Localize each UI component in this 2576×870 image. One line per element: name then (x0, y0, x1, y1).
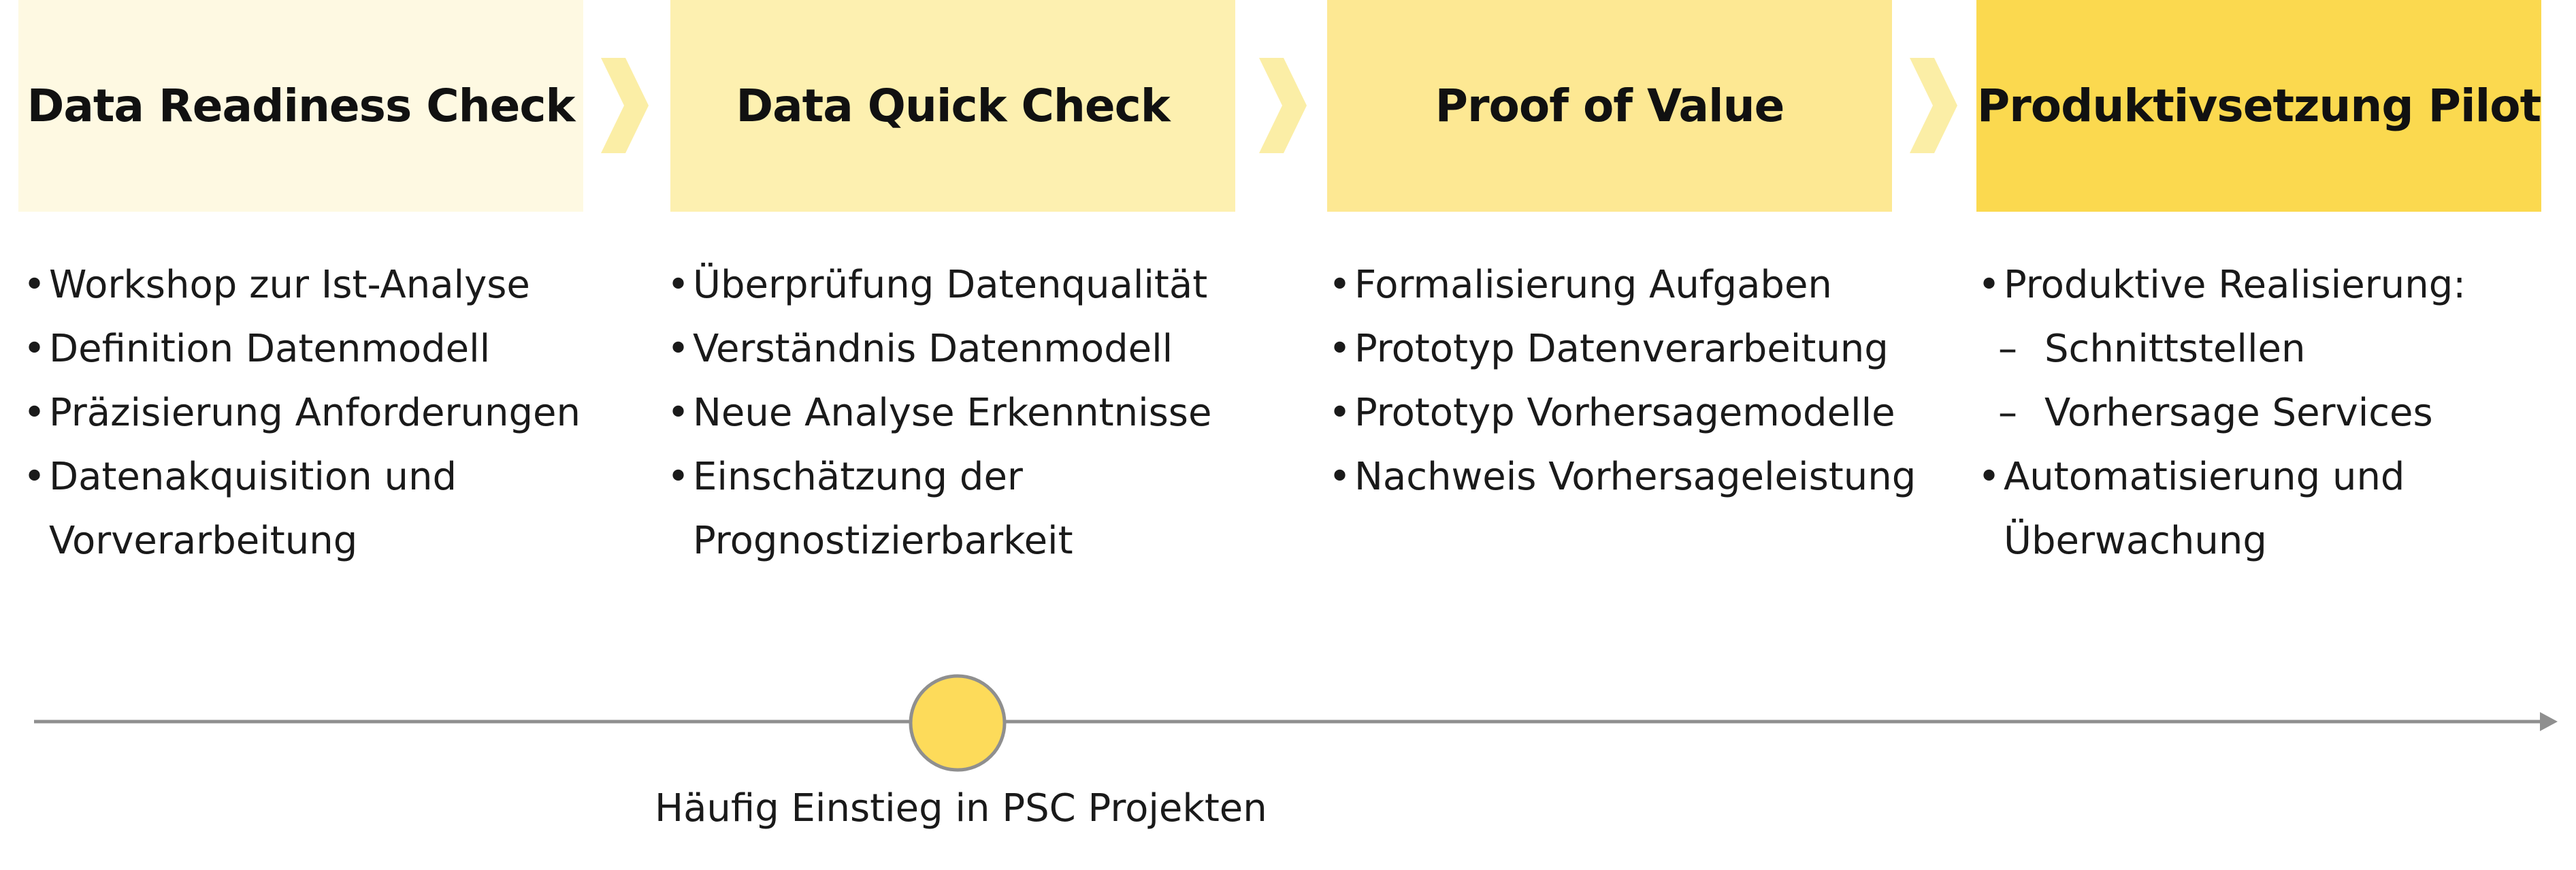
list-item: Prototyp Datenverarbeitung (1327, 317, 1916, 381)
list-item: Überprüfung Datenqualität (666, 253, 1211, 317)
chevron-right-icon (1910, 58, 1957, 153)
stage-title: Produktivsetzung Pilot (1976, 80, 2541, 132)
stage-bullet-list: Workshop zur Ist-Analyse Definition Date… (22, 253, 581, 573)
list-item: Produktive Realisierung: (1976, 253, 2466, 317)
stage-bullet-list: Überprüfung Datenqualität Verständnis Da… (666, 253, 1211, 573)
list-sub-item: Vorhersage Services (1976, 381, 2466, 445)
list-item: Einschätzung der (666, 445, 1211, 509)
list-item: Automatisierung und (1976, 445, 2466, 509)
stage-proof-of-value: Proof of Value (1327, 0, 1892, 212)
chevron-right-icon (601, 58, 649, 153)
stage-data-quick-check: Data Quick Check (670, 0, 1235, 212)
list-item: Verständnis Datenmodell (666, 317, 1211, 381)
list-item-continuation: Überwachung (2004, 519, 2267, 563)
list-item-continuation: Vorverarbeitung (49, 519, 358, 563)
list-item: Präzisierung Anforderungen (22, 381, 581, 445)
list-item: Datenakquisition und (22, 445, 581, 509)
stage-produktivsetzung-pilot: Produktivsetzung Pilot (1976, 0, 2541, 212)
stage-title: Data Readiness Check (27, 80, 576, 132)
stage-bullet-list: Produktive Realisierung: Schnittstellen … (1976, 253, 2466, 573)
entry-point-label: Häufig Einstieg in PSC Projekten (655, 786, 1267, 831)
list-item: Neue Analyse Erkenntnisse (666, 381, 1211, 445)
list-item-continuation: Prognostizierbarkeit (693, 519, 1073, 563)
list-item: Formalisierung Aufgaben (1327, 253, 1916, 317)
list-item: Definition Datenmodell (22, 317, 581, 381)
stage-title: Proof of Value (1435, 80, 1785, 132)
list-sub-item: Schnittstellen (1976, 317, 2466, 381)
stage-bullet-list: Formalisierung Aufgaben Prototyp Datenve… (1327, 253, 1916, 509)
arrow-head-icon (2540, 712, 2558, 731)
entry-point-marker (909, 674, 1007, 772)
chevron-right-icon (1259, 58, 1307, 153)
list-item: Workshop zur Ist-Analyse (22, 253, 581, 317)
list-item: Nachweis Vorhersageleistung (1327, 445, 1916, 509)
stage-data-readiness-check: Data Readiness Check (18, 0, 583, 212)
list-item: Prototyp Vorhersagemodelle (1327, 381, 1916, 445)
stage-title: Data Quick Check (736, 80, 1170, 132)
